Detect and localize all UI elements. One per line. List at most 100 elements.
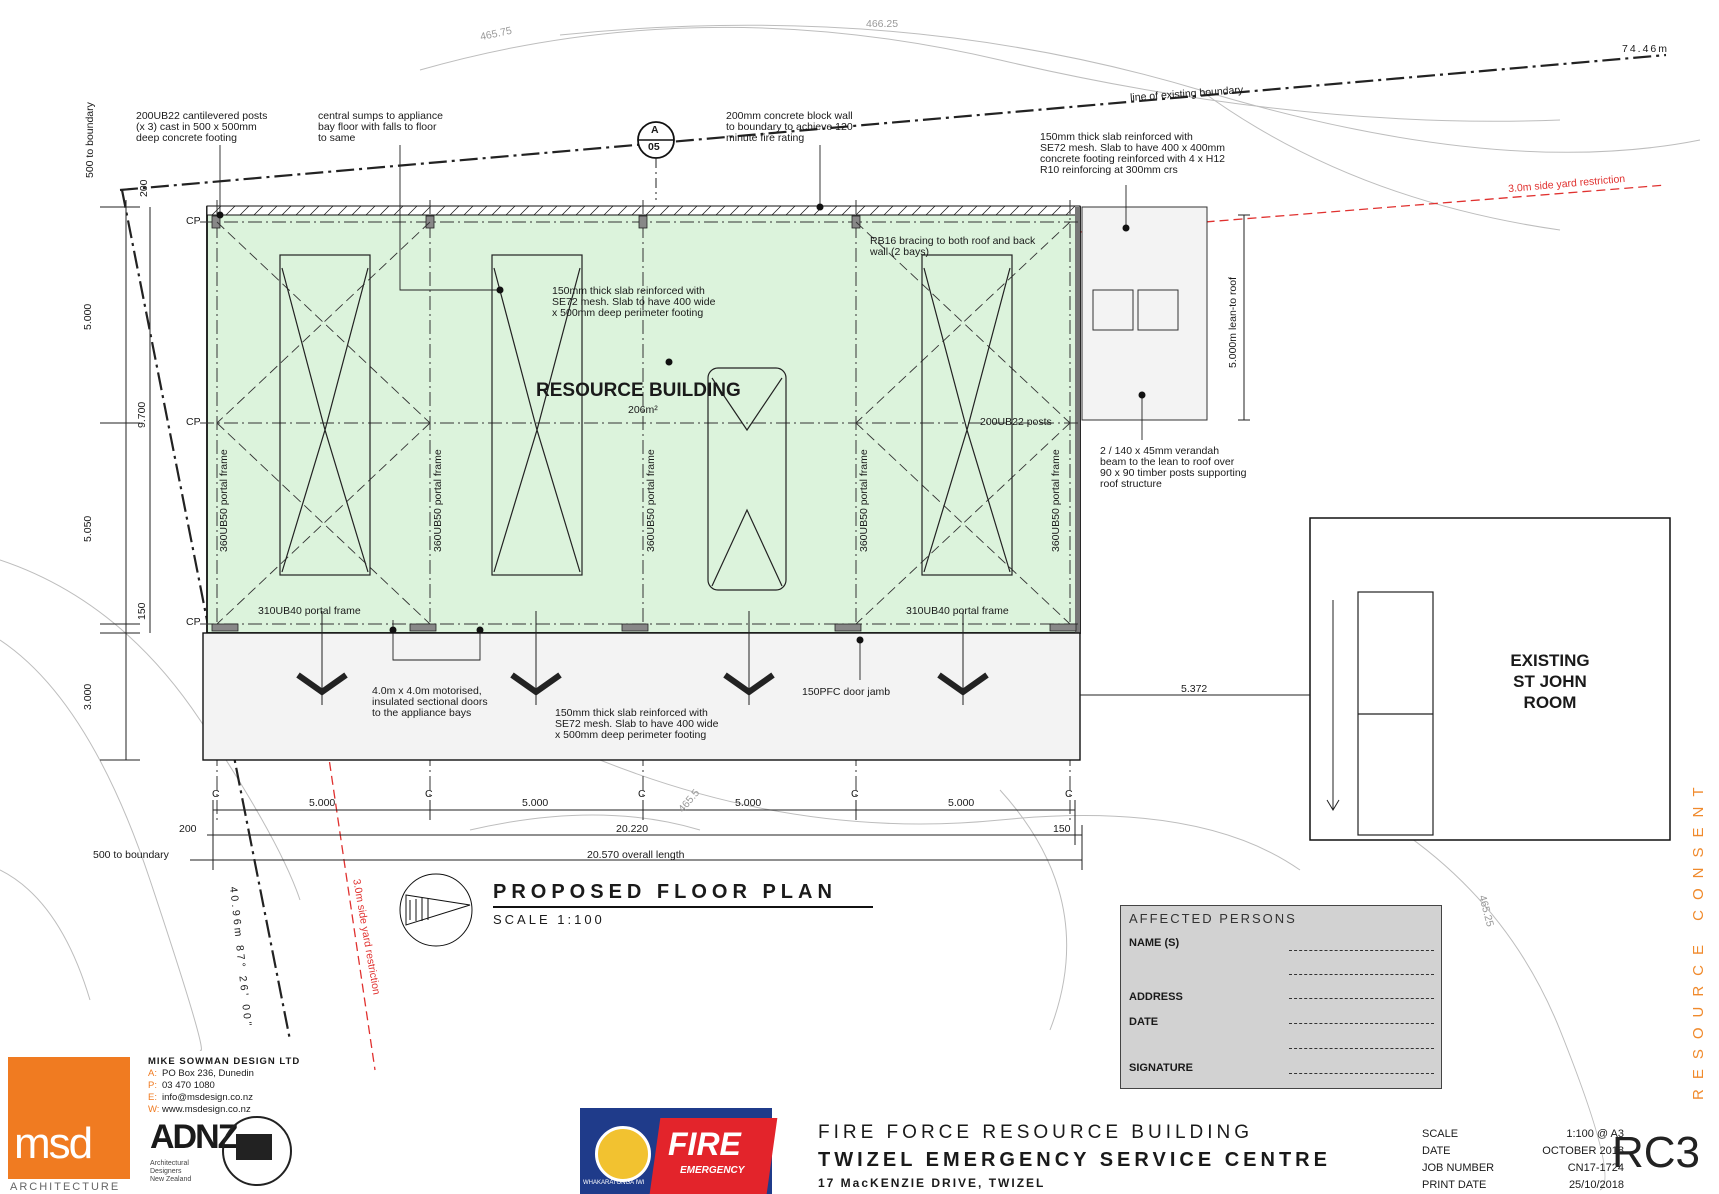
portal-frame-left: 310UB40 portal frame <box>258 605 361 617</box>
msd-architecture: ARCHITECTURE <box>10 1181 121 1193</box>
affected-address-label: ADDRESS <box>1129 991 1183 1003</box>
frame-label: 360UB50 portal frame <box>218 449 230 552</box>
frame-label: 360UB50 portal frame <box>1050 449 1062 552</box>
grid-label-cp: CP <box>186 616 201 628</box>
dim-vertical: 5.050 <box>82 515 94 542</box>
grid-label-c: C <box>638 788 646 800</box>
existing-room-line: ROOM <box>1523 693 1577 712</box>
existing-boundary-line <box>119 53 1667 192</box>
firm-company: MIKE SOWMAN DESIGN LTD <box>148 1056 301 1067</box>
plan-title: PROPOSED FLOOR PLAN <box>493 881 837 903</box>
bay-dimension: 5.000 <box>735 797 762 809</box>
door-jamb-label: 150PFC door jamb <box>802 686 891 698</box>
firm-email: E:info@msdesign.co.nz <box>148 1092 253 1103</box>
affected-header: AFFECTED PERSONS <box>1129 911 1297 926</box>
apron-slab <box>202 632 1081 761</box>
dim-vertical: 150 <box>136 602 148 620</box>
project-address: 17 MacKENZIE DRIVE, TWIZEL <box>818 1176 1046 1190</box>
posts-right: 200UB22 posts <box>980 416 1052 428</box>
overall-total: 20.570 overall length <box>587 849 685 861</box>
dim-vertical: 5.000 <box>82 303 94 330</box>
to-boundary-bottom: 500 to boundary <box>93 849 169 861</box>
project-line-2: TWIZEL EMERGENCY SERVICE CENTRE <box>818 1149 1331 1171</box>
firm-details: MIKE SOWMAN DESIGN LTD A:PO Box 236, Dun… <box>148 1056 300 1116</box>
grid-label-c: C <box>1065 788 1073 800</box>
fire-logo-sub: EMERGENCY <box>680 1165 745 1176</box>
bay-dimension: 5.000 <box>948 797 975 809</box>
affected-name-label: NAME (S) <box>1129 937 1180 949</box>
building-name: RESOURCE BUILDING <box>536 380 741 401</box>
lean-to-roof <box>1081 206 1208 421</box>
resource-consent-stamp: RESOURCE CONSENT <box>1690 777 1707 1100</box>
project-line-1: FIRE FORCE RESOURCE BUILDING <box>818 1122 1254 1143</box>
plan-scale: SCALE 1:100 <box>493 912 605 927</box>
bay-dimension: 5.000 <box>522 797 549 809</box>
existing-room-label: EXISTING ST JOHN ROOM <box>1483 650 1617 713</box>
left-boundary-line <box>120 189 292 1041</box>
note-posts: 200UB22 cantilevered posts(x 3) cast in … <box>136 110 268 144</box>
frame-label: 360UB50 portal frame <box>645 449 657 552</box>
date-line-2[interactable] <box>1289 1048 1434 1049</box>
affected-persons-box: AFFECTED PERSONS NAME (S) ADDRESS DATE S… <box>1120 905 1442 1089</box>
grid-label-c: C <box>851 788 859 800</box>
affected-date-label: DATE <box>1129 1016 1159 1028</box>
dim-vertical: 200 <box>138 179 150 197</box>
date-line[interactable] <box>1289 1023 1434 1024</box>
address-line[interactable] <box>1289 998 1434 999</box>
existing-building <box>1309 517 1671 841</box>
lean-to-label: 5.000m lean-to roof <box>1227 276 1239 368</box>
fire-logo-iwi: WHAKARATONGA IWI <box>583 1180 645 1186</box>
fire-crest-icon <box>595 1126 651 1182</box>
name-line-2[interactable] <box>1289 974 1434 975</box>
affected-signature-label: SIGNATURE <box>1129 1062 1193 1074</box>
note-doors: 4.0m x 4.0m motorised,insulated sectiona… <box>372 685 488 719</box>
boundary-length: 74.46m <box>1622 43 1670 55</box>
lbp-badge-icon <box>222 1116 292 1186</box>
contour-label: 466.25 <box>866 18 899 30</box>
fire-appliances <box>279 254 1013 591</box>
bay-dimension: 5.000 <box>309 797 336 809</box>
north-arrow-icon <box>399 873 473 947</box>
portal-frame-right: 310UB40 portal frame <box>906 605 1009 617</box>
msd-logo-text: msd <box>14 1119 93 1168</box>
existing-room-line: ST JOHN <box>1513 672 1587 691</box>
overall-right: 150 <box>1053 823 1071 835</box>
frame-label: 360UB50 portal frame <box>432 449 444 552</box>
overall-left: 200 <box>179 823 197 835</box>
section-sheet: 05 <box>648 141 660 153</box>
contour-lines <box>0 24 1701 1191</box>
grid-label-cp: CP <box>186 215 201 227</box>
grid-label-c: C <box>425 788 433 800</box>
signature-line[interactable] <box>1289 1073 1434 1074</box>
fire-logo-word: FIRE <box>668 1126 741 1162</box>
dim-vertical: 500 to boundary <box>84 102 96 178</box>
frame-label: 360UB50 portal frame <box>858 449 870 552</box>
msd-logo: msd <box>8 1057 130 1179</box>
firm-phone: P:03 470 1080 <box>148 1080 215 1091</box>
firm-address: A:PO Box 236, Dunedin <box>148 1068 254 1079</box>
firm-web: W:www.msdesign.co.nz <box>148 1104 251 1115</box>
sheet-number: RC3 <box>1612 1128 1701 1177</box>
dim-vertical: 9.700 <box>136 401 148 428</box>
plan-title-underline <box>493 906 873 908</box>
grid-label-cp: CP <box>186 416 201 428</box>
dim-vertical: 3.000 <box>82 683 94 710</box>
existing-room-line: EXISTING <box>1510 651 1590 670</box>
name-line[interactable] <box>1289 950 1434 951</box>
overall-inner: 20.220 <box>616 823 649 835</box>
section-letter: A <box>651 124 659 136</box>
